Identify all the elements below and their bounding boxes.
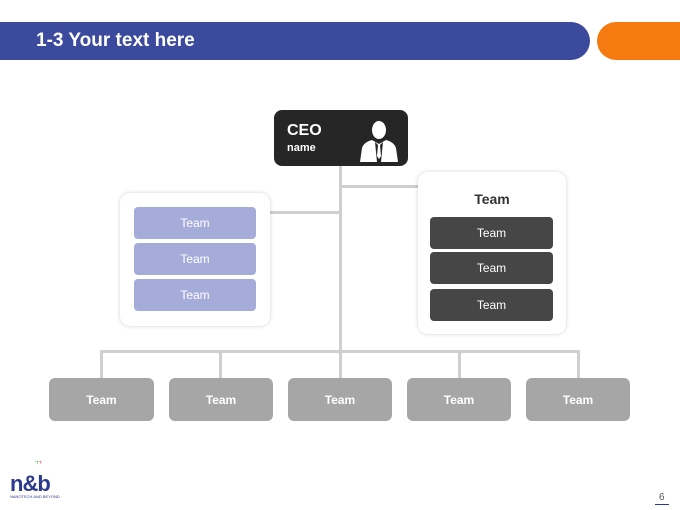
left-team-2: Team (134, 243, 256, 275)
ceo-name: name (287, 142, 316, 154)
bottom-team-1: Team (49, 378, 154, 421)
right-team-2: Team (430, 252, 553, 284)
connector-drop-4 (458, 350, 461, 378)
connector-right-branch (339, 185, 419, 188)
logo-pixels (35, 460, 42, 464)
ceo-box: CEO name (274, 110, 408, 166)
title-bar: 1-3 Your text here (0, 22, 590, 60)
right-team-3: Team (430, 289, 553, 321)
left-team-1: Team (134, 207, 256, 239)
right-team-panel: Team Team Team Team (418, 172, 566, 334)
left-team-3: Team (134, 279, 256, 311)
connector-drop-2 (219, 350, 222, 378)
connector-trunk (339, 166, 342, 352)
bottom-team-5: Team (526, 378, 630, 421)
ceo-title: CEO (287, 122, 322, 139)
right-team-1: Team (430, 217, 553, 249)
page-number: 6 (655, 492, 669, 505)
slide-title: 1-3 Your text here (36, 30, 195, 51)
right-panel-title: Team (474, 191, 510, 207)
connector-left-branch (270, 211, 342, 214)
logo-wordmark: n&b (10, 471, 51, 496)
connector-drop-1 (100, 350, 103, 378)
bottom-team-2: Team (169, 378, 273, 421)
connector-drop-5 (577, 350, 580, 378)
person-icon (360, 121, 398, 162)
connector-drop-3 (339, 350, 342, 378)
bottom-team-3: Team (288, 378, 392, 421)
left-team-panel: Team Team Team (120, 193, 270, 326)
bottom-team-4: Team (407, 378, 511, 421)
logo-tagline: NANOTECH AND BEYOND (10, 494, 60, 499)
accent-bar (597, 22, 680, 60)
